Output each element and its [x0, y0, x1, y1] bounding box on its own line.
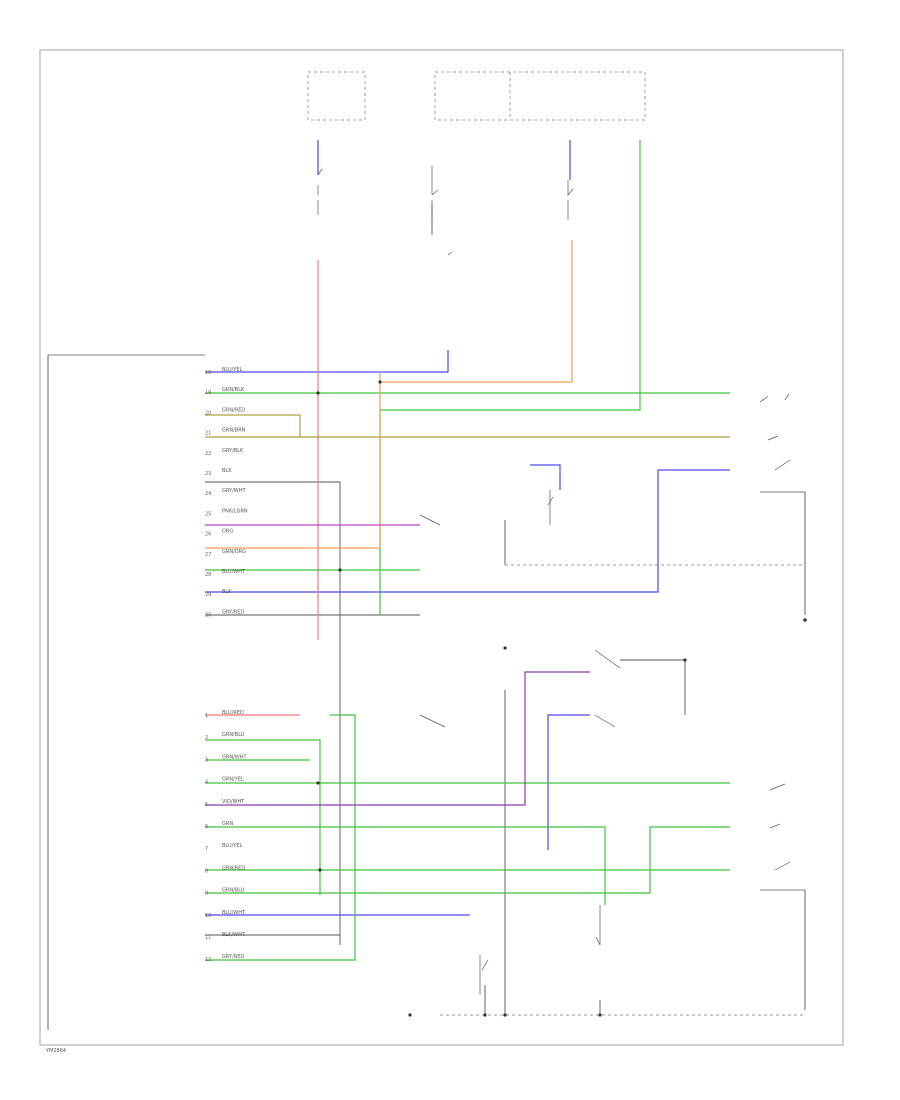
lower-pin-number: 6	[205, 824, 208, 830]
upper-pin-number: 28	[205, 572, 211, 578]
upper-pin-number: 30	[205, 612, 211, 618]
upper-wire-color-code: BLU/YEL	[222, 367, 243, 373]
upper-wire-color-code: BLK	[222, 589, 232, 595]
upper-wire-color-code: GRY/BLK	[222, 448, 244, 454]
wire-green-d	[205, 739, 321, 895]
upper-pin-number: 27	[205, 552, 211, 558]
lower-pin-number: 2	[205, 735, 208, 741]
right-ground-column-lower	[760, 889, 806, 1010]
lower-pin-number: 1	[205, 713, 208, 719]
lower-wire-color-code: GRN/BLU	[222, 888, 245, 894]
lower-pin-number: 10	[205, 913, 211, 919]
lower-pin-number: 5	[205, 802, 208, 808]
upper-pin-number: 23	[205, 471, 211, 477]
wire-olive-a	[205, 414, 301, 437]
wire-green-i	[205, 826, 730, 894]
upper-pin-number: 22	[205, 451, 211, 457]
right-ground-column-upper	[760, 491, 807, 622]
upper-wire-color-code: GRN/RED	[222, 407, 245, 413]
diagram-code: YM2864	[45, 1048, 66, 1054]
lower-wire-color-code: GRN/RED	[222, 865, 245, 871]
lower-wire-color-code: VIO/WHT	[222, 799, 245, 805]
lower-wire-color-code: BLK/WHT	[222, 932, 246, 938]
wire-orange-a	[205, 372, 381, 549]
lower-pin-number: 7	[205, 846, 208, 852]
upper-pin-number: 21	[205, 431, 211, 437]
top-fuse-box-left	[307, 71, 366, 121]
lower-wire-color-code: GRY/RED	[222, 954, 244, 960]
lower-wire-color-code: BLU/YEL	[222, 843, 243, 849]
upper-pin-number: 20	[205, 410, 211, 416]
lower-wire-color-code: GRN/BLU	[222, 732, 245, 738]
upper-pin-number: 26	[205, 532, 211, 538]
wire-green-g	[205, 826, 606, 905]
wire-blue-a	[205, 350, 449, 373]
upper-wire-color-code: BLU/WHT	[222, 569, 246, 575]
upper-wire-color-code: GRN/BRN	[222, 428, 246, 434]
lower-wire-color-code: GRN/YEL	[222, 777, 244, 783]
lower-pin-number: 9	[205, 891, 208, 897]
lower-pin-number: 12	[205, 957, 211, 963]
splice-points	[316, 380, 687, 1017]
lower-pin-number: 11	[205, 935, 211, 941]
upper-pin-number: 25	[205, 511, 211, 517]
upper-pin-number: 19	[205, 390, 211, 396]
wire-orange-b	[380, 240, 573, 383]
upper-wire-color-code: GRY/WHT	[222, 488, 246, 494]
top-fuse-box-right	[434, 71, 646, 121]
lower-pin-number: 3	[205, 757, 208, 763]
wire-green-b	[379, 140, 641, 615]
upper-wire-color-code: GRY/RED	[222, 609, 244, 615]
upper-pin-number: 29	[205, 592, 211, 598]
upper-wire-color-code: PNK/LGRN	[222, 508, 248, 514]
upper-wire-color-code: ORG	[222, 529, 233, 535]
wire-blue-e	[530, 464, 561, 490]
lower-pin-number: 8	[205, 868, 208, 874]
wire-blue-b	[205, 469, 730, 593]
wire-green-j	[205, 714, 356, 961]
colored-wires	[205, 140, 730, 961]
wire-blue-f	[547, 714, 590, 850]
wire-purple	[205, 671, 590, 806]
top-switch-symbols	[317, 165, 574, 256]
lower-wire-color-code: GRN	[222, 821, 233, 827]
lower-wire-color-code: BLU/WHT	[222, 910, 246, 916]
upper-wire-color-code: GRN/BLK	[222, 387, 245, 393]
lower-pin-number: 4	[205, 780, 208, 786]
upper-wire-color-code: GRN/ORG	[222, 549, 246, 555]
upper-pin-number: 18	[205, 370, 211, 376]
diagram-frame	[39, 49, 844, 1046]
upper-wire-color-code: BLK	[222, 468, 232, 474]
lower-wire-color-code: GRN/WHT	[222, 754, 247, 760]
lower-wire-color-code: BLU/RED	[222, 710, 244, 716]
door-switch-symbols	[419, 393, 791, 995]
upper-pin-number: 24	[205, 491, 211, 497]
